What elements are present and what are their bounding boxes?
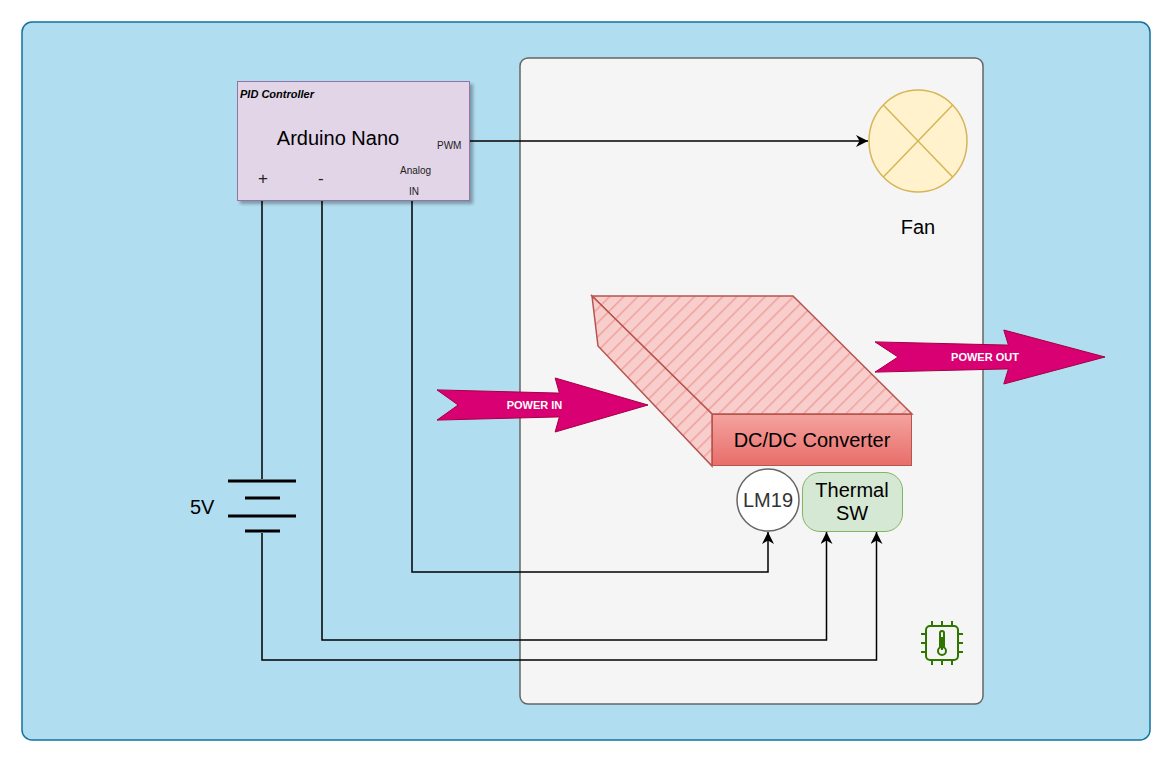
pin-label: PWM — [437, 140, 461, 151]
pin-label: + — [258, 170, 268, 189]
wire — [261, 201, 263, 479]
wire — [470, 140, 868, 142]
node-text: Arduino Nano — [238, 127, 438, 150]
enclosure-panel — [520, 58, 983, 704]
node-text: Fan — [868, 216, 968, 239]
pin-label: - — [318, 170, 324, 189]
outline — [868, 89, 968, 193]
node-text: POWER IN — [507, 399, 579, 412]
converter-body — [592, 296, 912, 466]
controller-box: PID ControllerArduino Nano — [237, 81, 470, 201]
outer-panel — [22, 22, 1150, 740]
pin-label: Analog — [400, 165, 431, 176]
battery-symbol: 5V — [190, 479, 300, 533]
converter-box: DC/DC Converter — [712, 414, 912, 466]
node-text: 5V — [190, 496, 214, 519]
wire — [262, 532, 877, 660]
pin-label: IN — [409, 186, 419, 197]
sensor-circle: LM19 — [736, 468, 800, 532]
wire — [412, 201, 768, 572]
node-text: LM19 — [743, 489, 793, 512]
power-arrow: POWER OUT — [875, 330, 1105, 384]
power-arrow: POWER IN — [437, 378, 648, 432]
node-text: POWER OUT — [951, 351, 1029, 364]
switch-box: Thermal SW — [802, 472, 903, 532]
thermometer-icon — [921, 621, 963, 665]
heading-text: PID Controller — [240, 88, 314, 101]
node-text: DC/DC Converter — [734, 429, 891, 452]
node-text: Thermal SW — [807, 479, 897, 525]
fan-symbol: Fan — [868, 89, 968, 193]
